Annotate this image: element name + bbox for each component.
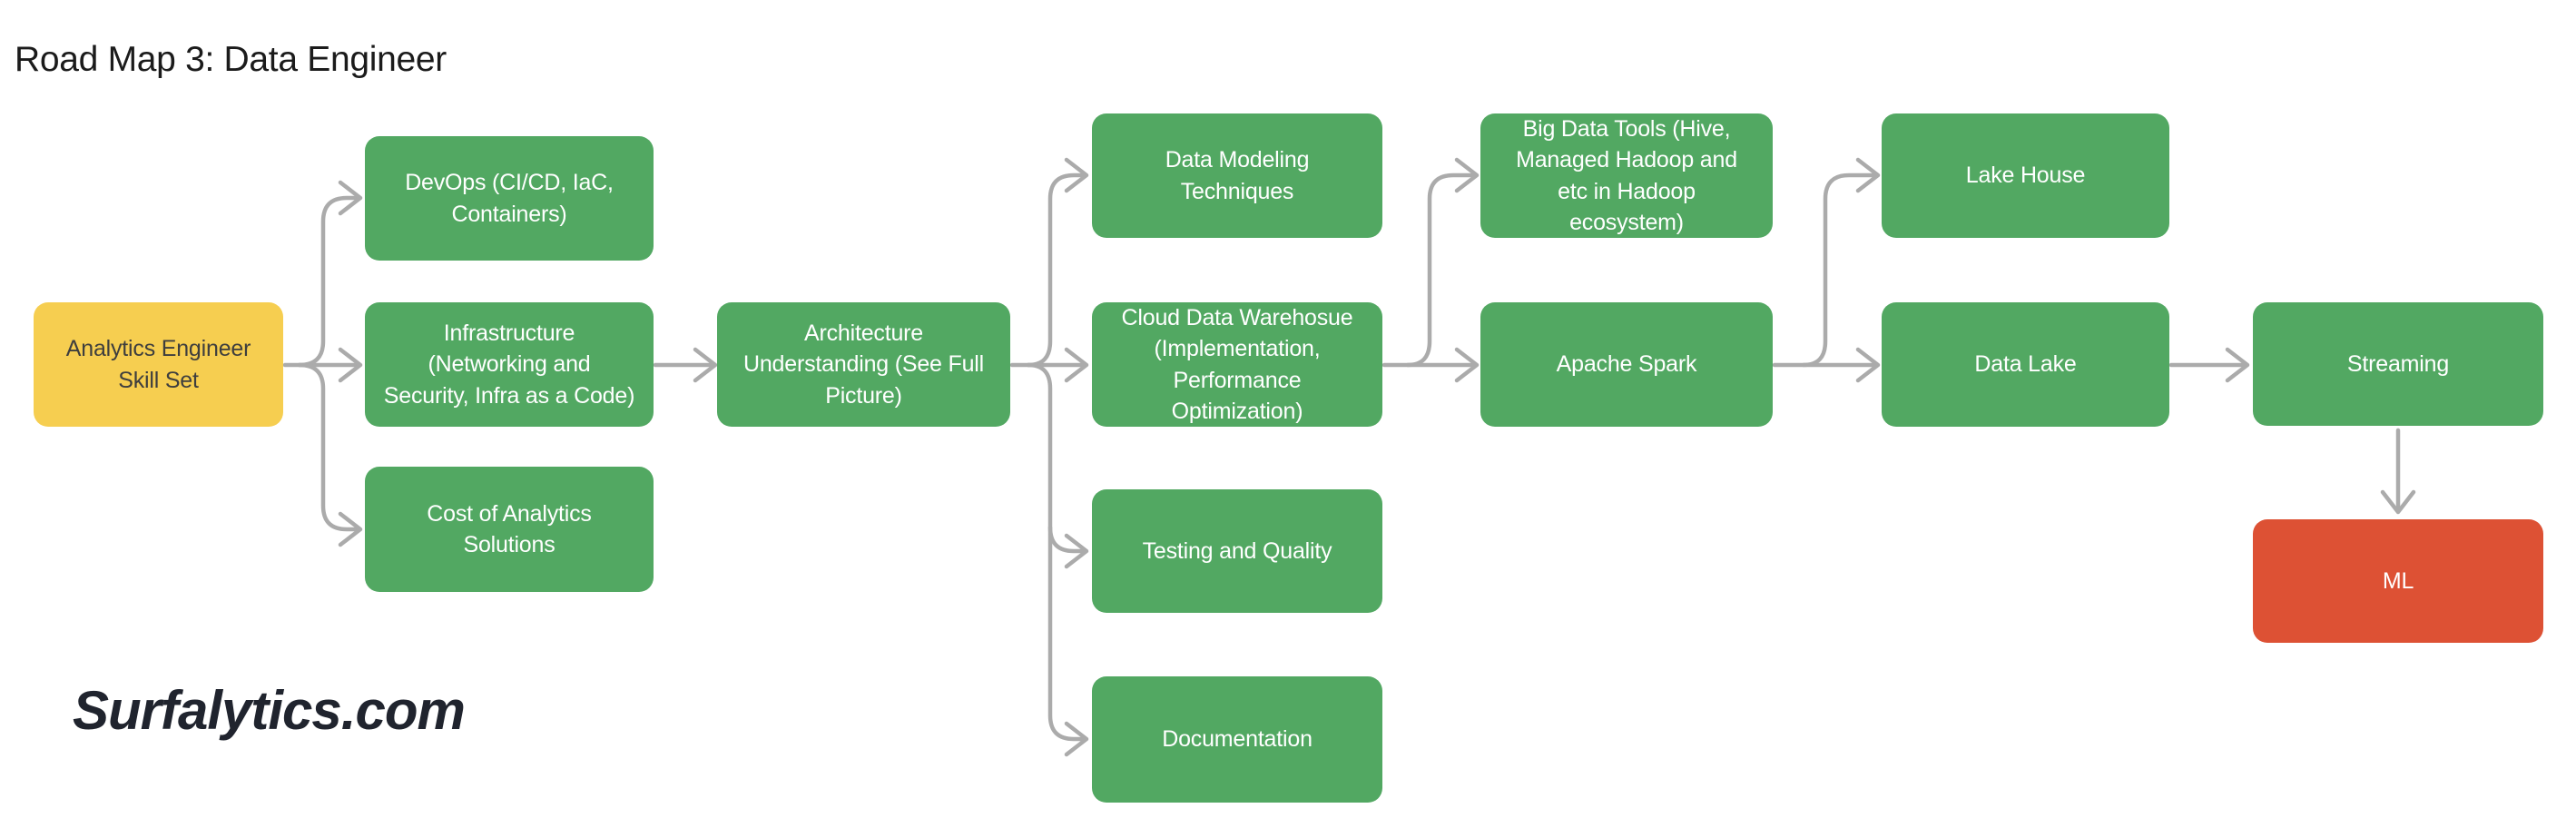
edge-skillset-cost: [297, 362, 359, 532]
node-apache-spark[interactable]: Apache Spark: [1480, 302, 1773, 427]
node-big-data-tools[interactable]: Big Data Tools (Hive, Managed Hadoop and…: [1480, 113, 1773, 238]
arrowhead-icon: [1064, 533, 1089, 569]
edge-architecture-testing: [1047, 525, 1085, 554]
arrowhead-icon: [1855, 157, 1881, 193]
watermark-logo: Surfalytics.com: [73, 680, 466, 741]
node-devops[interactable]: DevOps (CI/CD, IaC, Containers): [365, 136, 654, 261]
node-label: ML: [2382, 567, 2414, 594]
arrowhead-icon: [1064, 721, 1089, 757]
arrowhead-icon: [1454, 157, 1480, 193]
arrowhead-icon: [2380, 489, 2416, 515]
page-title: Road Map 3: Data Engineer: [15, 40, 447, 79]
node-architecture-understanding[interactable]: Architecture Understanding (See Full Pic…: [717, 302, 1010, 427]
arrowhead-icon: [1855, 347, 1881, 383]
node-label: Cost of Analytics Solutions: [427, 500, 592, 558]
node-label: Analytics Engineer Skill Set: [65, 336, 251, 393]
node-label: Cloud Data Warehosue (Implementation, Pe…: [1121, 304, 1353, 425]
node-data-modeling-techniques[interactable]: Data Modeling Techniques: [1092, 113, 1382, 238]
edge-architecture-documentation: [1026, 362, 1085, 742]
node-label: Architecture Understanding (See Full Pic…: [743, 320, 984, 409]
edge-apache-spark-lake-house: [1801, 172, 1876, 368]
arrowhead-icon: [338, 180, 363, 216]
node-label: Data Lake: [1974, 351, 2077, 378]
edge-architecture-data-modeling: [1026, 172, 1085, 368]
node-label: Apache Spark: [1556, 351, 1697, 378]
node-label: Documentation: [1162, 726, 1313, 753]
edge-skillset-devops: [297, 195, 359, 368]
arrowhead-icon: [338, 347, 363, 383]
node-testing-and-quality[interactable]: Testing and Quality: [1092, 489, 1382, 613]
node-label: Data Modeling Techniques: [1165, 147, 1310, 204]
node-analytics-engineer-skill-set[interactable]: Analytics Engineer Skill Set: [34, 302, 283, 427]
node-label: Lake House: [1965, 163, 2086, 189]
node-label: Big Data Tools (Hive, Managed Hadoop and…: [1516, 115, 1737, 236]
node-streaming[interactable]: Streaming: [2253, 302, 2543, 426]
node-label: Testing and Quality: [1142, 537, 1332, 564]
node-label: Streaming: [2346, 350, 2450, 377]
node-infrastructure[interactable]: Infrastructure (Networking and Security,…: [365, 302, 654, 427]
node-documentation[interactable]: Documentation: [1092, 676, 1382, 803]
arrowhead-icon: [1454, 347, 1480, 383]
arrowhead-icon: [1064, 157, 1089, 193]
node-ml[interactable]: ML: [2253, 519, 2543, 643]
node-label: DevOps (CI/CD, IaC, Containers): [405, 170, 614, 227]
arrowhead-icon: [2225, 347, 2250, 383]
node-label: Infrastructure (Networking and Security,…: [383, 320, 635, 409]
node-lake-house[interactable]: Lake House: [1882, 113, 2169, 238]
arrowhead-icon: [1064, 347, 1089, 383]
node-data-lake[interactable]: Data Lake: [1882, 302, 2169, 427]
arrowhead-icon: [693, 347, 718, 383]
edge-cloud-dw-big-data-tools: [1405, 172, 1475, 368]
arrowhead-icon: [338, 511, 363, 547]
node-cloud-data-warehouse[interactable]: Cloud Data Warehosue (Implementation, Pe…: [1092, 302, 1382, 427]
node-cost-of-analytics-solutions[interactable]: Cost of Analytics Solutions: [365, 467, 654, 592]
